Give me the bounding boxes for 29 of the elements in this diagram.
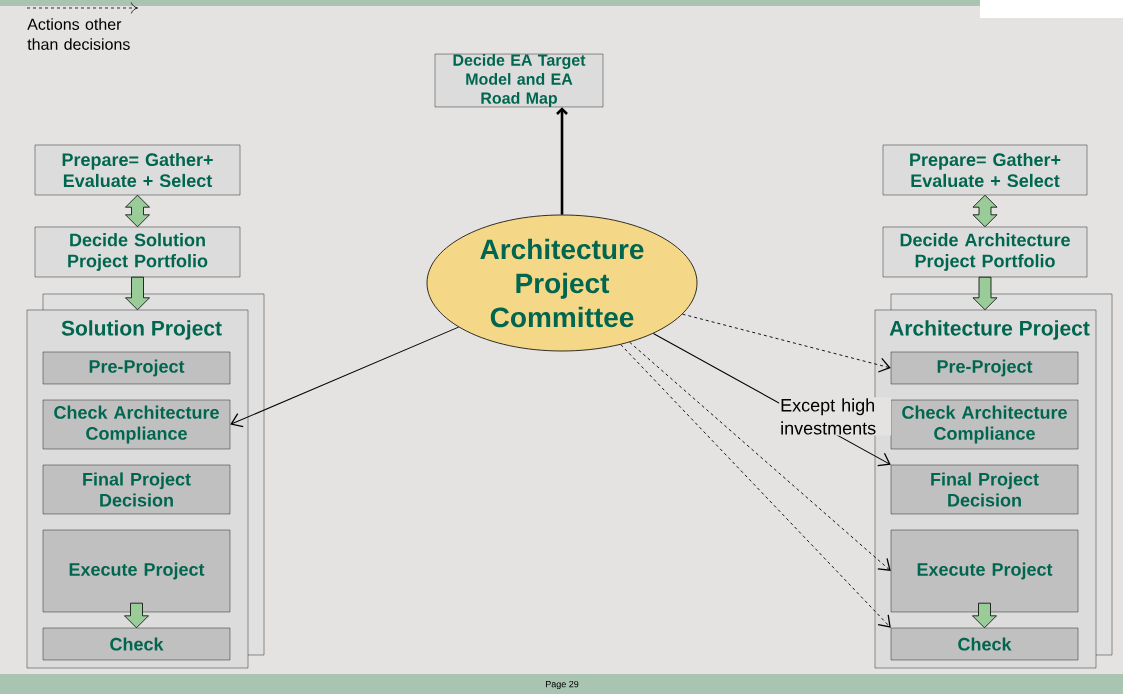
process-box: Decide Architecture Project Portfolio [882,226,1088,278]
step-box: Pre-Project [42,351,231,385]
arrow [230,326,460,428]
block-arrow [125,194,150,228]
step-box: Pre-Project [890,351,1079,385]
arrow [629,341,891,571]
step-box: Check Architecture Compliance [42,399,231,450]
arrow [620,344,891,628]
step-box: Execute Project [42,529,231,613]
block-arrow [972,602,997,629]
step-box: Check [890,627,1079,661]
legend-text: Actions other than decisions [27,18,130,50]
step-box: Check Architecture Compliance [890,399,1079,450]
block-arrow [972,276,998,311]
arrow [682,313,891,373]
step-box: Check [42,627,231,661]
step-box: Final Project Decision [42,464,231,515]
block-arrow [125,276,150,311]
process-box: Decide Solution Project Portfolio [34,226,241,278]
block-arrow [124,602,149,629]
edge-label: Except high investments [779,397,892,436]
step-box: Execute Project [890,529,1079,613]
page-number: Page 29 [546,680,579,690]
process-box: Prepare= Gather+ Evaluate + Select [882,144,1088,196]
block-arrow [972,194,998,228]
arrow [556,107,568,215]
process-box: Decide EA Target Model and EA Road Map [434,53,604,108]
step-box: Final Project Decision [890,464,1079,515]
process-box: Prepare= Gather+ Evaluate + Select [34,144,241,196]
